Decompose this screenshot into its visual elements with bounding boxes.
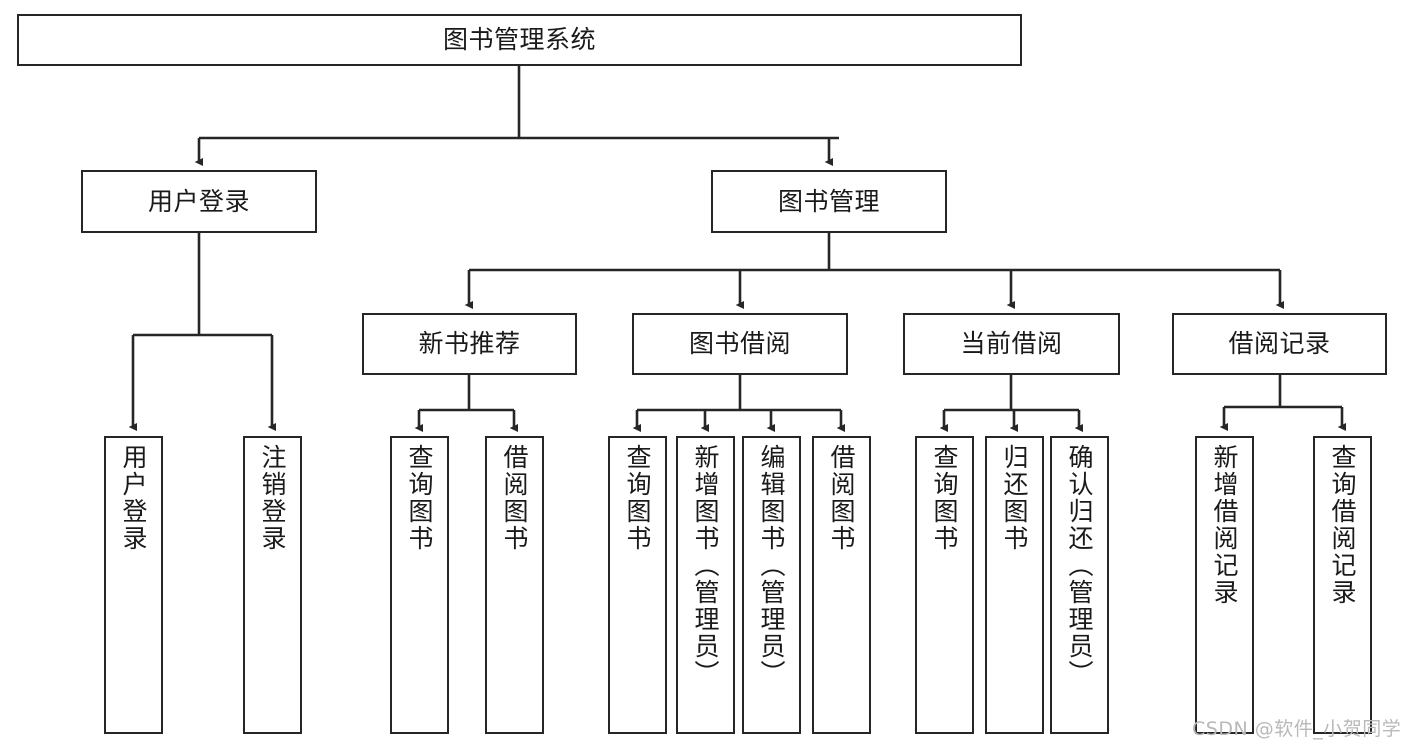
node-label: 用户登录 xyxy=(147,186,250,216)
node-label: 图书管理 xyxy=(777,186,880,216)
leaf-borrow-book-newbook[interactable]: 借阅图书 xyxy=(485,436,544,734)
node-label: 归还图书 xyxy=(1000,444,1029,552)
node-user-login[interactable]: 用户登录 xyxy=(81,170,317,233)
node-label: 新书推荐 xyxy=(418,329,521,359)
node-label: 编辑图书（管理员） xyxy=(757,444,786,687)
leaf-query-book-current[interactable]: 查询图书 xyxy=(915,436,974,734)
leaf-add-book-admin[interactable]: 新增图书（管理员） xyxy=(676,436,735,734)
node-book-borrow[interactable]: 图书借阅 xyxy=(632,313,848,375)
node-label: 当前借阅 xyxy=(960,329,1063,359)
node-current-borrow[interactable]: 当前借阅 xyxy=(903,313,1120,375)
leaf-user-login[interactable]: 用户登录 xyxy=(104,436,163,734)
node-label: 借阅图书 xyxy=(827,444,856,552)
node-label: 查询图书 xyxy=(405,444,434,552)
leaf-add-borrow-record[interactable]: 新增借阅记录 xyxy=(1195,436,1254,734)
node-label: 用户登录 xyxy=(119,444,148,552)
leaf-confirm-return-admin[interactable]: 确认归还（管理员） xyxy=(1050,436,1109,734)
leaf-borrow-book[interactable]: 借阅图书 xyxy=(812,436,871,734)
node-book-management[interactable]: 图书管理 xyxy=(711,170,947,233)
node-label: 借阅图书 xyxy=(500,444,529,552)
node-label: 查询借阅记录 xyxy=(1328,444,1357,606)
node-label: 新增借阅记录 xyxy=(1210,444,1239,606)
node-new-book-recommend[interactable]: 新书推荐 xyxy=(362,313,577,375)
node-label: 图书借阅 xyxy=(688,329,791,359)
leaf-query-book-newbook[interactable]: 查询图书 xyxy=(390,436,449,734)
leaf-logout[interactable]: 注销登录 xyxy=(243,436,302,734)
leaf-query-borrow-record[interactable]: 查询借阅记录 xyxy=(1313,436,1372,734)
leaf-return-book[interactable]: 归还图书 xyxy=(985,436,1044,734)
node-label: 新增图书（管理员） xyxy=(691,444,720,687)
node-label: 图书管理系统 xyxy=(442,25,596,55)
node-label: 注销登录 xyxy=(258,444,287,552)
node-label: 查询图书 xyxy=(930,444,959,552)
node-root-system[interactable]: 图书管理系统 xyxy=(17,14,1022,66)
node-label: 确认归还（管理员） xyxy=(1065,444,1094,687)
watermark: CSDN @软件_小贺同学 xyxy=(1192,718,1402,740)
node-label: 查询图书 xyxy=(623,444,652,552)
leaf-query-book-borrow[interactable]: 查询图书 xyxy=(608,436,667,734)
node-label: 借阅记录 xyxy=(1228,329,1331,359)
node-borrow-records[interactable]: 借阅记录 xyxy=(1172,313,1387,375)
leaf-edit-book-admin[interactable]: 编辑图书（管理员） xyxy=(742,436,801,734)
